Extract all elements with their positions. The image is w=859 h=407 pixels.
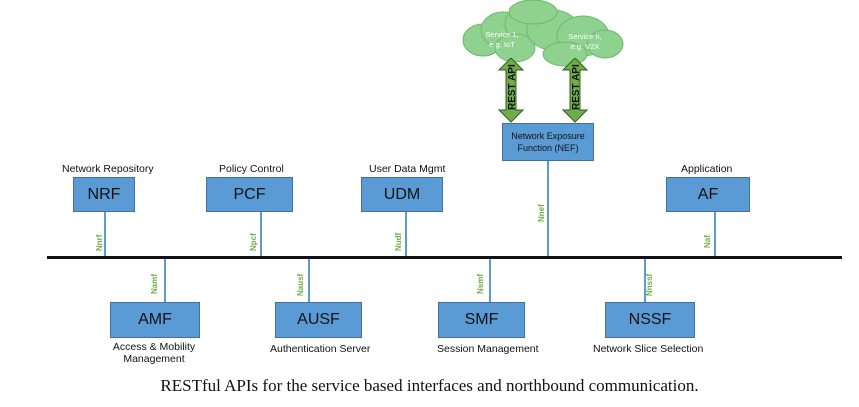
nrf-link xyxy=(104,212,106,257)
nef-line1: Network Exposure xyxy=(511,131,585,141)
nssf-iface-label: Nnssf xyxy=(645,273,654,296)
nssf-link xyxy=(644,259,646,305)
smf-label: Session Management xyxy=(437,343,539,355)
nrf-box: NRF xyxy=(73,177,135,212)
af-link xyxy=(714,212,716,257)
nssf-box: NSSF xyxy=(605,302,695,338)
nef-link xyxy=(547,161,549,257)
af-box: AF xyxy=(666,177,750,212)
nssf-label: Network Slice Selection xyxy=(593,343,704,355)
cloud-n-line1: Service n, xyxy=(568,32,602,41)
ausf-link xyxy=(308,259,310,305)
udm-label: User Data Mgmt xyxy=(369,163,446,175)
amf-box: AMF xyxy=(110,302,200,338)
amf-iface-label: Namf xyxy=(150,273,159,294)
udm-link xyxy=(405,212,407,257)
nef-line2: Function (NEF) xyxy=(517,143,579,153)
cloud-service-n: Service n, e.g. V2X xyxy=(555,32,615,52)
af-iface-label: Naf xyxy=(703,235,712,248)
nrf-iface-label: Nnrf xyxy=(95,234,104,251)
service-bus xyxy=(47,256,842,259)
amf-link xyxy=(164,259,166,305)
ausf-label: Authentication Server xyxy=(270,343,371,355)
cloud-n-line2: e.g. V2X xyxy=(570,42,600,51)
ausf-box: AUSF xyxy=(275,302,362,338)
pcf-iface-label: Npcf xyxy=(249,233,258,251)
cloud-1-line1: Service 1, xyxy=(485,30,519,39)
amf-label: Access & Mobility Management xyxy=(104,341,204,365)
smf-link xyxy=(489,259,491,305)
amf-label-line2: Management xyxy=(123,353,185,365)
nef-box: Network Exposure Function (NEF) xyxy=(502,123,594,161)
udm-box: UDM xyxy=(361,177,443,212)
pcf-box: PCF xyxy=(206,177,293,212)
rest-api-label-1: REST API xyxy=(507,64,518,110)
smf-iface-label: Nsmf xyxy=(476,273,485,294)
pcf-link xyxy=(260,212,262,257)
cloud-service-1: Service 1, e.g. IoT xyxy=(472,30,532,50)
nrf-label: Network Repository xyxy=(62,163,154,175)
amf-label-line1: Access & Mobility xyxy=(112,341,196,353)
udm-iface-label: Nudf xyxy=(394,232,403,251)
ausf-iface-label: Nausf xyxy=(296,273,305,296)
service-clouds xyxy=(462,0,624,67)
nef-iface-label: Nnef xyxy=(537,204,546,222)
smf-box: SMF xyxy=(438,302,525,338)
af-label: Application xyxy=(681,163,733,175)
pcf-label: Policy Control xyxy=(219,163,284,175)
cloud-1-line2: e.g. IoT xyxy=(489,40,515,49)
rest-api-label-2: REST API xyxy=(571,64,582,110)
figure-caption: RESTful APIs for the service based inter… xyxy=(160,376,699,395)
rest-api-arrows xyxy=(497,58,589,123)
